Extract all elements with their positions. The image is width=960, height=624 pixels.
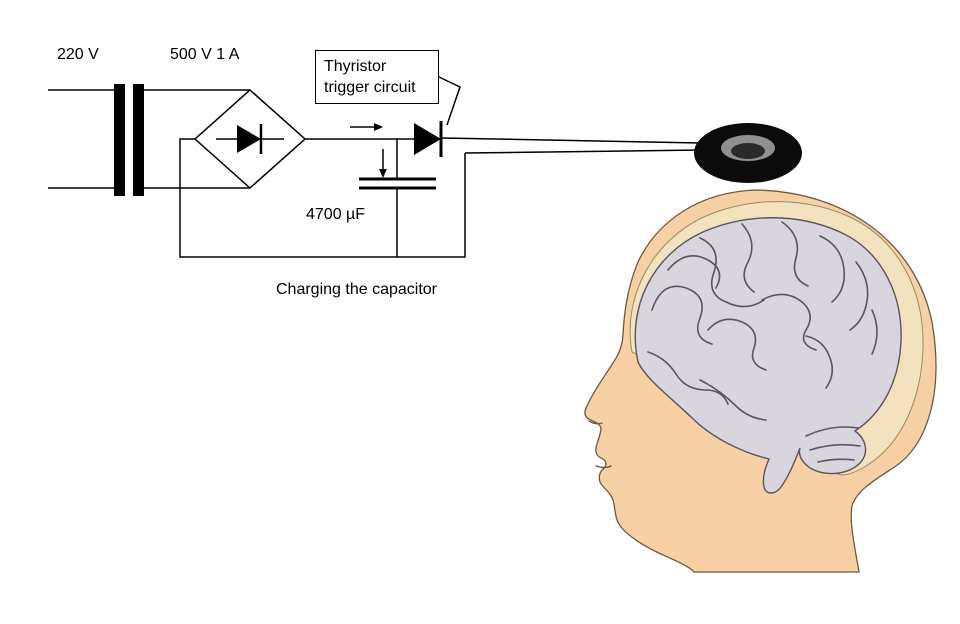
brain-illustration — [634, 217, 902, 494]
diode-icon — [216, 124, 284, 154]
charging-arrow-down-icon — [379, 149, 387, 178]
thyristor-icon — [414, 75, 461, 157]
capacitor-symbol — [359, 139, 436, 257]
brain-gyri-lines — [647, 221, 878, 463]
gyrus-line — [809, 443, 861, 451]
gyrus-line — [819, 235, 846, 303]
capacitor-value-label: 4700 µF — [306, 206, 366, 223]
gyrus-line — [849, 261, 869, 331]
thyristor-box-line2: trigger circuit — [324, 79, 416, 96]
circuit-diagram — [48, 75, 802, 258]
gyrus-line — [805, 335, 834, 389]
nostril-line — [588, 420, 603, 425]
gyrus-line — [871, 309, 878, 355]
thyristor-gate-wire — [436, 75, 461, 126]
magnetic-stimulation-coil — [694, 123, 802, 183]
head-illustration — [584, 189, 937, 573]
thyristor-box-line1: Thyristor — [324, 58, 387, 75]
gyrus-line — [667, 254, 721, 289]
gyrus-line — [699, 379, 767, 421]
gyrus-line — [651, 285, 713, 345]
gyrus-line — [699, 237, 765, 308]
current-arrow-right-icon — [350, 123, 383, 131]
gyrus-line — [805, 426, 859, 437]
coil-lead-wires — [440, 137, 702, 154]
mouth-line — [595, 465, 612, 469]
diagram-caption: Charging the capacitor — [276, 281, 437, 298]
gyrus-line — [781, 221, 809, 287]
gyrus-line — [817, 458, 855, 463]
gyrus-line — [647, 351, 729, 405]
input-voltage-label: 220 V — [57, 46, 99, 63]
secondary-rating-label: 500 V 1 A — [170, 46, 240, 63]
mains-input-wires — [48, 89, 114, 189]
thyristor-trigger-circuit-box: Thyristor trigger circuit — [315, 50, 439, 104]
transformer-secondary-wires — [144, 89, 250, 189]
return-wire — [179, 138, 466, 258]
gyrus-line — [761, 293, 817, 351]
gyrus-line — [707, 318, 767, 371]
transformer-symbol — [114, 84, 144, 196]
gyrus-line — [741, 223, 755, 293]
